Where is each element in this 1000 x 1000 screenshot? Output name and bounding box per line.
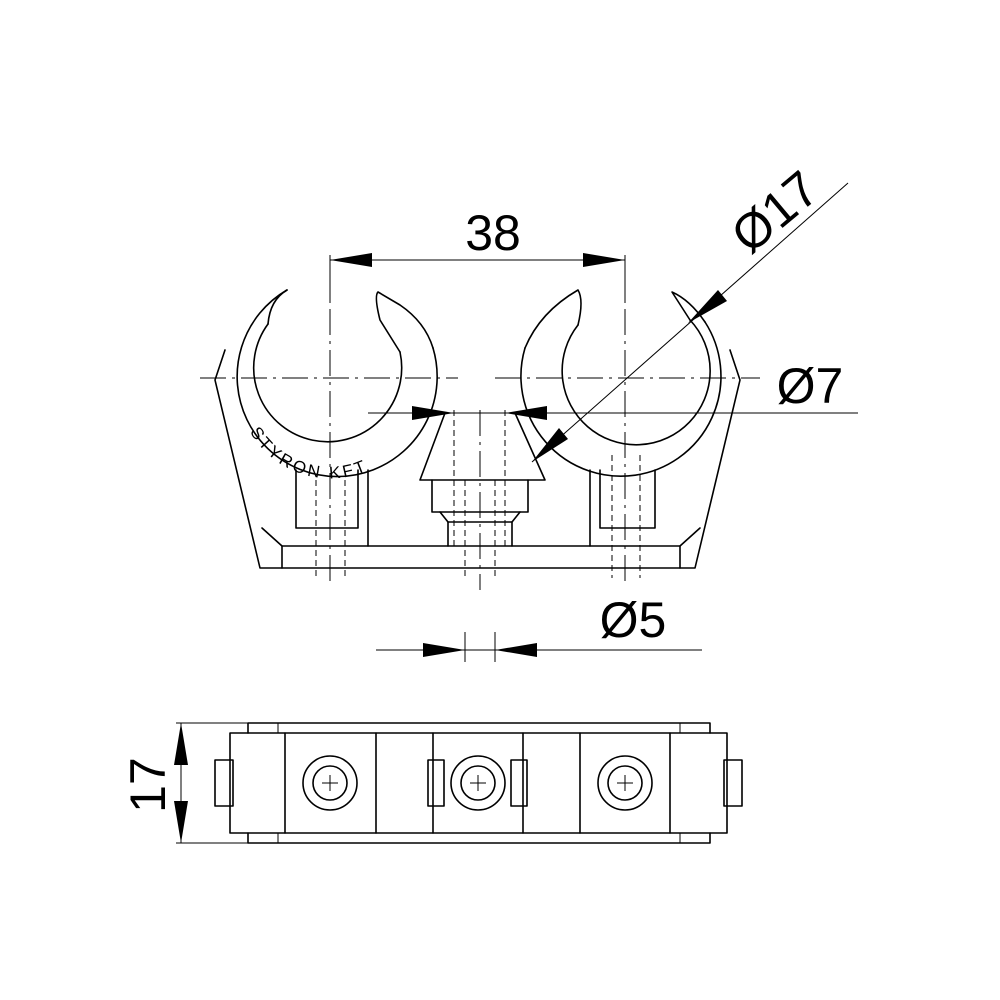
right-clip-inner	[561, 319, 711, 446]
slot-center-left	[427, 759, 445, 807]
front-view: STYRON KFT 38 Ø17 Ø7	[200, 160, 858, 662]
dimension-d7: Ø7	[368, 358, 858, 420]
hole-left	[302, 755, 358, 811]
bottom-rail	[247, 832, 711, 844]
hole-center	[450, 755, 506, 811]
left-clip-tip-left	[267, 289, 288, 325]
dim-label-d5: Ø5	[600, 592, 667, 648]
slot-center-right	[510, 759, 528, 807]
slot-right-outer	[723, 759, 743, 807]
center-post	[419, 412, 546, 547]
dim-label-d17: Ø17	[721, 160, 829, 264]
dim-label-17: 17	[120, 757, 176, 813]
centerlines	[200, 268, 760, 590]
right-clip-tip-left	[524, 289, 582, 349]
slot-left-outer	[214, 759, 234, 807]
top-rail	[247, 722, 711, 734]
dimension-17: 17	[120, 722, 248, 844]
center-post-taper	[419, 412, 546, 481]
left-clip-inner	[252, 323, 403, 443]
left-clip-tip-right	[375, 291, 434, 353]
left-stem	[295, 469, 359, 529]
center-post-neck-left	[439, 511, 449, 547]
hole-right	[597, 755, 653, 811]
right-clip	[520, 289, 722, 477]
right-stem	[599, 469, 656, 529]
dimension-38: 38	[329, 205, 626, 300]
dimension-d17: Ø17	[531, 160, 849, 463]
hidden-lines	[315, 410, 641, 580]
right-clip-outer	[520, 321, 722, 477]
base-body-outline	[214, 349, 741, 569]
base-inner-rail	[261, 527, 701, 547]
brand-marking: STYRON KFT	[246, 423, 371, 482]
right-clip-tip-right	[671, 291, 706, 323]
center-post-neck-right	[511, 511, 521, 547]
clip-stems	[295, 469, 656, 547]
top-view: 17	[120, 722, 743, 844]
top-view-body	[229, 732, 728, 834]
dim-label-38: 38	[465, 205, 521, 261]
dimension-d5: Ø5	[376, 592, 702, 662]
dim-label-d7: Ø7	[777, 358, 844, 414]
